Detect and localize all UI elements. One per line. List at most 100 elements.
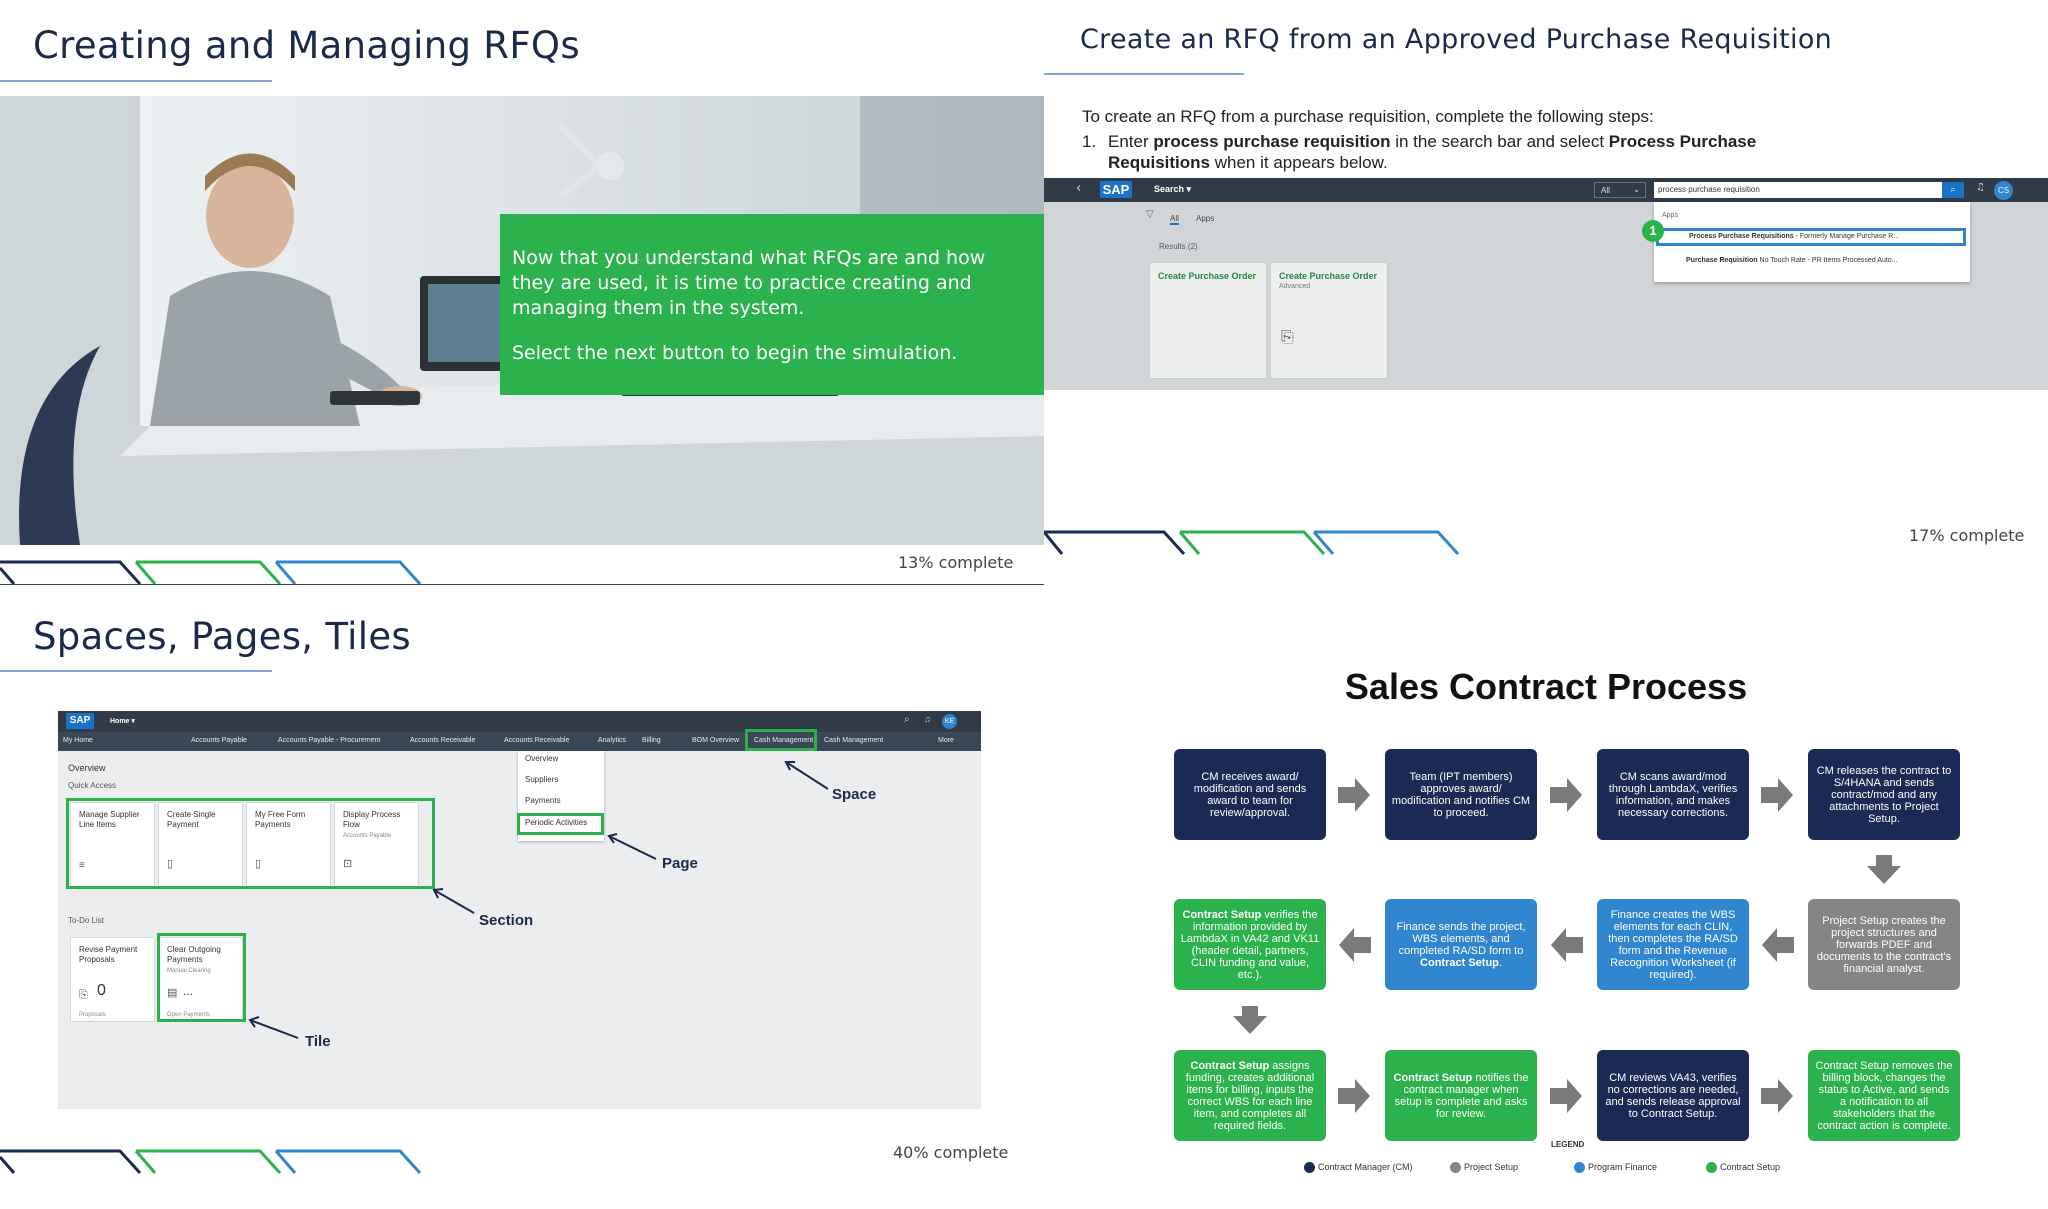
sap-logo: SAP <box>1100 181 1132 198</box>
tile-title: Revise Payment Proposals <box>79 945 138 964</box>
page-menu-item-payments[interactable]: Payments <box>525 796 561 805</box>
legend-label: Contract Manager (CM) <box>1318 1162 1413 1172</box>
page-menu-item-periodic-activities[interactable]: Periodic Activities <box>525 818 588 827</box>
legend-item-project-setup: Project Setup <box>1450 1162 1518 1174</box>
step-cs-assigns-funding: Contract Setup assigns funding, creates … <box>1174 1050 1326 1141</box>
tile-revise-payment-proposals[interactable]: Revise Payment Proposals ⎘ 0 Proposals <box>70 937 155 1022</box>
nav-space-cash-management-2[interactable]: Cash Management <box>824 737 884 744</box>
nav-space-cash-management[interactable]: Cash Management <box>754 737 814 744</box>
slide3-title-rule <box>0 670 272 672</box>
result-tile-title: Create Purchase Order <box>1158 271 1257 281</box>
slide2-title-rule <box>1044 73 1244 75</box>
back-icon[interactable]: ‹ <box>1076 181 1082 196</box>
nav-space-accounts-payable[interactable]: Accounts Payable <box>191 737 248 744</box>
tile-title: Manage Supplier Line Items <box>79 810 140 829</box>
arrow-right-icon <box>1761 778 1793 812</box>
user-avatar[interactable]: KE <box>942 714 957 729</box>
step-text: notifies the contract manager when setup… <box>1394 1071 1529 1120</box>
search-icon[interactable]: ⌕ <box>904 714 910 725</box>
result-tile-create-po-advanced[interactable]: Create Purchase Order Advanced ⎘ <box>1270 262 1388 379</box>
step-team-approves: Team (IPT members) approves award/ modif… <box>1385 749 1537 840</box>
step-text: Project Setup creates the project struct… <box>1816 914 1952 975</box>
section-todo-label: To-Do List <box>68 916 105 925</box>
filter-tab-apps[interactable]: Apps <box>1196 214 1215 223</box>
nav-space-ap-procurement[interactable]: Accounts Payable - Procurement <box>278 737 381 744</box>
slide2-progress: 17% complete <box>1909 526 2025 545</box>
legend-title: LEGEND <box>1551 1140 1585 1149</box>
slide2-step-number: 1. <box>1082 132 1097 151</box>
nav-space-accounts-receivable-2[interactable]: Accounts Receivable <box>504 737 570 744</box>
step-text-end: . <box>1498 956 1502 969</box>
search-icon[interactable]: ⌕ <box>1942 182 1964 198</box>
results-count: Results (2) <box>1159 242 1198 251</box>
suggestion-purchase-requisition-ntr[interactable]: Purchase Requisition No Touch Rate - PR … <box>1656 252 1966 270</box>
tile-my-free-form-payments[interactable]: My Free Form Payments ▯ <box>246 802 331 887</box>
page-menu-item-suppliers[interactable]: Suppliers <box>525 775 559 784</box>
result-tile-create-po[interactable]: Create Purchase Order <box>1149 262 1267 379</box>
tile-clear-outgoing-payments[interactable]: Clear Outgoing Payments Manual Clearing … <box>158 937 243 1022</box>
nav-space-billing[interactable]: Billing <box>642 737 661 744</box>
tile-create-single-payment[interactable]: Create Single Payment ▯ <box>158 802 243 887</box>
chevron-down-icon: ⌄ <box>1633 185 1640 194</box>
legend-label: Program Finance <box>1588 1162 1658 1172</box>
page-overview-label: Overview <box>68 763 106 773</box>
step-text: assigns funding, creates additional item… <box>1185 1059 1315 1132</box>
tile-manage-supplier-line-items[interactable]: Manage Supplier Line Items ≡ <box>70 802 155 887</box>
page-menu-item-overview[interactable]: Overview <box>525 754 559 763</box>
step-role: Contract Setup <box>1190 1059 1270 1072</box>
section-label: Section <box>479 912 534 929</box>
document-icon: ▯ <box>167 858 174 870</box>
result-tile-subtitle: Advanced <box>1279 283 1311 290</box>
proposal-icon: ⎘ <box>79 989 88 1001</box>
step-cs-notifies-cm: Contract Setup notifies the contract man… <box>1385 1050 1537 1141</box>
page-menu-dropdown: Overview Suppliers Payments Periodic Act… <box>518 751 604 841</box>
home-menu[interactable]: Home ▾ <box>110 718 135 725</box>
notification-bell-icon[interactable]: ♫ <box>1976 182 1985 193</box>
search-scope-menu[interactable]: Search ▾ <box>1154 184 1192 194</box>
space-navigation-bar: My Home Accounts Payable Accounts Payabl… <box>58 732 981 751</box>
step-bold-search-term: process purchase requisition <box>1153 132 1391 151</box>
sap-logo: SAP <box>66 713 94 729</box>
section-highlight <box>66 798 435 889</box>
search-category-select[interactable]: All ⌄ <box>1594 182 1646 198</box>
tile-display-process-flow[interactable]: Display Process Flow Accounts Payable ⊡ <box>334 802 419 887</box>
filter-tab-all[interactable]: All <box>1170 214 1179 225</box>
arrow-down-icon <box>1867 855 1901 884</box>
intro-callout-box: Now that you understand what RFQs are an… <box>500 214 1044 395</box>
step-cm-reviews-va43: CM reviews VA43, verifies no corrections… <box>1597 1050 1749 1141</box>
arrow-right-icon <box>1550 778 1582 812</box>
arrow-right-icon <box>1338 1079 1370 1113</box>
step-text: verifies the information provided by Lam… <box>1180 908 1320 981</box>
intro-instruction: Select the next button to begin the simu… <box>512 342 958 364</box>
nav-space-my-home[interactable]: My Home <box>63 737 93 744</box>
step-project-setup-creates: Project Setup creates the project struct… <box>1808 899 1960 990</box>
nav-space-bom-overview[interactable]: BOM Overview <box>692 737 740 744</box>
search-input[interactable]: process purchase requisition <box>1654 182 1942 198</box>
arrow-left-icon <box>1762 928 1794 962</box>
slide3-title: Spaces, Pages, Tiles <box>33 615 411 658</box>
step-text: Contract Setup removes the billing block… <box>1815 1059 1953 1132</box>
legend-item-cm: Contract Manager (CM) <box>1304 1162 1413 1174</box>
nav-space-accounts-receivable[interactable]: Accounts Receivable <box>410 737 476 744</box>
nav-space-analytics[interactable]: Analytics <box>598 737 627 744</box>
step-cm-receives-award: CM receives award/ modification and send… <box>1174 749 1326 840</box>
slide3-progress: 40% complete <box>893 1143 1009 1162</box>
arrow-right-icon <box>1550 1079 1582 1113</box>
tile-title: Clear Outgoing Payments <box>167 945 221 964</box>
fiori-shell-bar: SAP Home ▾ ⌕ ♫ KE <box>58 711 981 732</box>
sap-shell-bar: ‹ SAP Search ▾ All ⌄ process purchase re… <box>1044 178 2048 202</box>
legend-dot-cm <box>1304 1162 1315 1174</box>
slide1-title: Creating and Managing RFQs <box>33 24 580 67</box>
step-role: Contract Setup <box>1182 908 1262 921</box>
slide1-footer-rule <box>0 584 1044 585</box>
user-avatar[interactable]: CS <box>1994 181 2013 200</box>
notification-bell-icon[interactable]: ♫ <box>924 714 931 724</box>
slide1-title-rule <box>0 80 272 82</box>
step-finance-creates-wbs: Finance creates the WBS elements for eac… <box>1597 899 1749 990</box>
payment-icon: ▤ <box>167 987 178 999</box>
filter-icon[interactable]: ▽ <box>1146 209 1154 220</box>
legend-dot-ps <box>1450 1162 1461 1174</box>
nav-more[interactable]: More <box>938 737 954 744</box>
space-highlight <box>745 729 817 751</box>
